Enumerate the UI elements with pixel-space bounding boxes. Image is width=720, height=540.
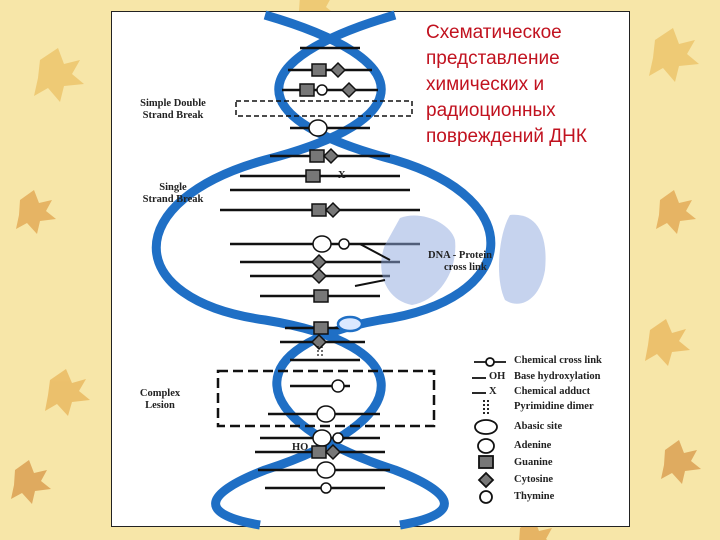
cytosine-icon: [340, 81, 358, 99]
legend-label-base-hydroxylation: Base hydroxylation: [514, 371, 601, 382]
guanine-icon: [313, 289, 329, 303]
thymine-icon: [331, 379, 345, 393]
cytosine-icon: [310, 253, 328, 271]
legend-label-adenine: Adenine: [514, 440, 552, 451]
legend-label-chemical-adduct: Chemical adduct: [514, 386, 591, 397]
pyrimidine-dimer-icon: [483, 400, 489, 416]
legend-label-abasic-site: Abasic site: [514, 421, 563, 432]
complex-lesion-label: Complex Lesion: [139, 388, 181, 411]
cytosine-icon: [477, 471, 495, 489]
adenine-icon: [308, 119, 328, 137]
abasic-site-icon: [474, 419, 498, 435]
adenine-icon: [316, 461, 336, 479]
pyrimidine-dimer-icon: [317, 346, 323, 358]
guanine-icon: [311, 203, 327, 217]
adenine-icon: [312, 235, 332, 253]
guanine-icon: [311, 63, 327, 77]
chemical-cross-link-icon: [474, 357, 506, 367]
guanine-icon: [311, 445, 327, 459]
protein-blob: [381, 214, 546, 305]
legend-label-cytosine: Cytosine: [514, 474, 554, 485]
legend-label-guanine: Guanine: [514, 457, 553, 468]
guanine-icon: [305, 169, 321, 183]
thymine-icon: [320, 482, 332, 494]
cytosine-icon: [322, 147, 340, 165]
adenine-icon: [477, 438, 495, 454]
single-strand-break-label: Single Strand Break: [142, 182, 204, 205]
guanine-icon: [313, 321, 329, 335]
dna-strand-b: [272, 10, 496, 530]
base-symbols: [299, 61, 358, 494]
thymine-icon: [316, 84, 328, 96]
guanine-icon: [299, 83, 315, 97]
legend-symbol-oh: OH: [489, 371, 506, 382]
dna-protein-cross-link-label: DNA - Protein cross link: [428, 250, 492, 273]
protein-cross-link-lines: [354, 243, 391, 287]
legend-label-chemical-cross-link: Chemical cross link: [514, 355, 602, 366]
legend-symbol-x: X: [489, 386, 497, 397]
adenine-icon: [312, 429, 332, 447]
adenine-icon: [316, 405, 336, 423]
legend-label-pyrimidine-dimer: Pyrimidine dimer: [514, 401, 594, 412]
chemical-adduct-mark: X: [338, 170, 346, 181]
complex-lesion-box: [216, 369, 436, 428]
thymine-icon: [332, 432, 344, 444]
cytosine-icon: [324, 443, 342, 461]
cytosine-icon: [329, 61, 347, 79]
cytosine-icon: [310, 267, 328, 285]
page-title: Схематическое представление химических и…: [426, 22, 587, 147]
cytosine-icon: [324, 201, 342, 219]
cytosine-icon: [310, 333, 328, 351]
legend-icons: [472, 357, 506, 504]
simple-double-strand-break-box: [235, 100, 413, 117]
thymine-icon: [338, 238, 350, 250]
thymine-icon: [479, 490, 493, 504]
guanine-icon: [309, 149, 325, 163]
guanine-icon: [478, 455, 494, 469]
dna-strand-a: [151, 10, 386, 530]
base-hydroxylation-mark: HO: [292, 442, 309, 453]
simple-double-strand-break-label: Simple Double Strand Break: [140, 98, 206, 121]
abasic-site-icon: [336, 315, 364, 333]
legend-label-thymine: Thymine: [514, 491, 555, 502]
